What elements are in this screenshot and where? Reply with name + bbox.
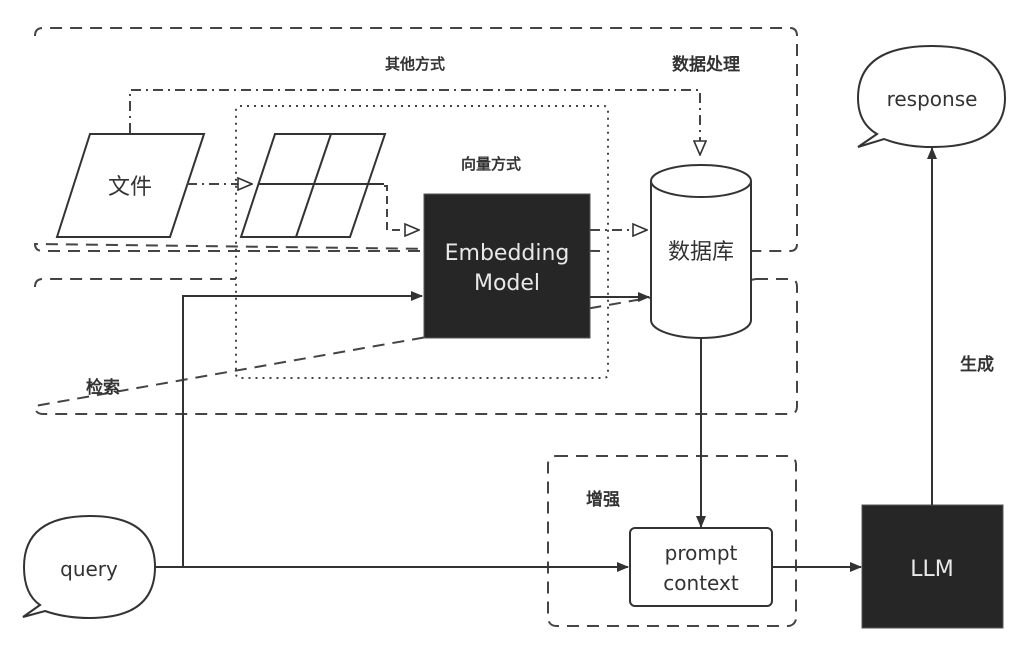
response-label: response <box>887 87 978 111</box>
query-label: query <box>60 557 118 581</box>
augmentation-group-border <box>547 455 797 627</box>
file-node: 文件 <box>55 133 206 238</box>
llm-label: LLM <box>910 557 954 582</box>
generation-label: 生成 <box>960 354 994 375</box>
augmentation-label: 增强 <box>586 489 620 510</box>
data-processing-label: 数据处理 <box>672 54 740 75</box>
llm-node: LLM <box>861 504 1004 629</box>
embedding-model-label-line1: Embedding <box>445 241 570 266</box>
retrieval-group-border <box>33 278 798 415</box>
query-node: query <box>22 514 157 620</box>
prompt-label-line2: context <box>663 571 739 595</box>
chunks-to-embedding-arrow <box>384 185 419 230</box>
other-method-connector <box>129 89 700 155</box>
chunks-node <box>239 133 387 238</box>
response-node: response <box>856 44 1007 149</box>
database-node: 数据库 <box>650 164 752 339</box>
retrieval-label: 检索 <box>86 377 120 398</box>
prompt-context-node: prompt context <box>629 527 773 607</box>
vector-method-group-border <box>235 105 609 379</box>
query-to-embedding-arrow <box>155 291 423 568</box>
database-label: 数据库 <box>668 240 734 265</box>
embedding-model-node: Embedding Model <box>423 193 591 339</box>
data-processing-group-border <box>33 27 798 252</box>
file-label: 文件 <box>108 175 152 200</box>
embedding-model-label-line2: Model <box>474 271 540 296</box>
other-method-label: 其他方式 <box>385 55 445 73</box>
prompt-label-line1: prompt <box>665 541 738 565</box>
vector-method-label: 向量方式 <box>461 155 521 173</box>
